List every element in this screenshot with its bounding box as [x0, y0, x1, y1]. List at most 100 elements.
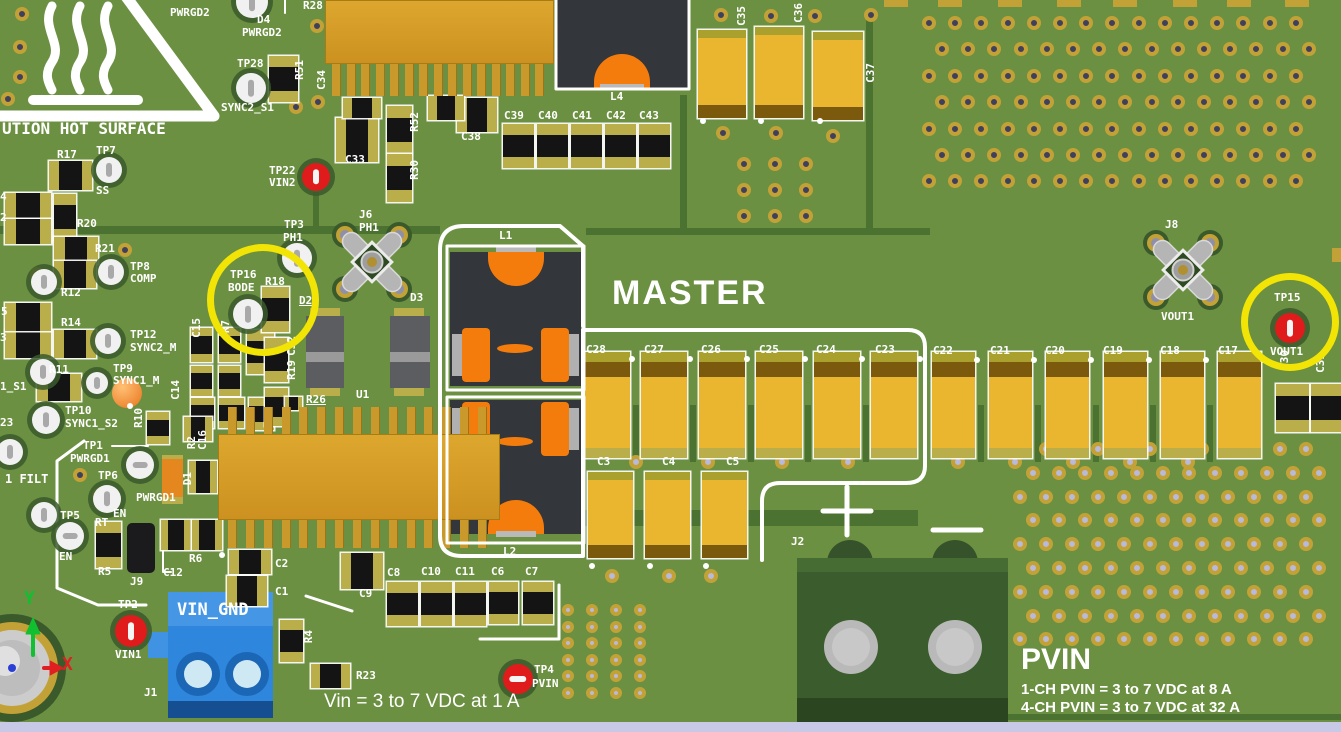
capacitor-band — [989, 448, 1032, 458]
testpoint-white — [30, 359, 56, 385]
ic-pin — [228, 518, 237, 548]
via — [1195, 489, 1209, 504]
silk-label: 1 FILT — [5, 472, 49, 486]
via — [634, 620, 646, 633]
component-pad — [85, 330, 96, 358]
component — [489, 582, 518, 624]
via — [1079, 68, 1094, 83]
silk-label: TP9 — [113, 362, 133, 375]
copper-trace — [1035, 405, 1041, 462]
via — [1104, 465, 1118, 480]
testpoint-white — [96, 157, 122, 183]
via — [1091, 632, 1105, 647]
copper-trace — [313, 192, 319, 228]
via — [1208, 561, 1222, 575]
via — [1221, 537, 1235, 552]
component-pad — [191, 388, 212, 396]
via — [1066, 148, 1080, 162]
via — [1105, 121, 1120, 136]
ic-pin — [281, 518, 291, 548]
component-pad — [54, 261, 65, 288]
capacitor — [1161, 352, 1204, 458]
component — [285, 397, 302, 410]
via — [1144, 148, 1159, 162]
component-body — [236, 576, 258, 606]
silk-label: C34 — [315, 70, 328, 90]
capacitor — [698, 30, 746, 118]
via — [1052, 561, 1066, 575]
component-pad — [571, 124, 602, 135]
ic-pin — [361, 62, 370, 96]
copper-trace — [748, 405, 754, 462]
component — [37, 374, 81, 401]
component-body — [190, 417, 206, 441]
component — [191, 366, 212, 396]
capacitor-band — [813, 107, 863, 120]
component-body — [387, 592, 418, 616]
component-pad — [371, 98, 381, 118]
via — [73, 468, 87, 482]
silk-label: R11 — [49, 363, 69, 376]
via — [1299, 632, 1313, 647]
via — [1131, 16, 1146, 30]
capacitor-band — [1161, 352, 1204, 362]
via — [1208, 465, 1222, 480]
silk-label: SYNC2_S1 — [221, 101, 274, 114]
via — [1195, 632, 1209, 647]
component-body — [64, 237, 88, 264]
capacitor-band — [989, 352, 1032, 362]
testpoint-white — [98, 259, 124, 285]
gold-pad — [1057, 0, 1081, 7]
testpoint-slot — [132, 462, 148, 468]
via — [1118, 95, 1133, 110]
component-pad — [455, 615, 486, 626]
via — [1078, 561, 1092, 575]
testpoint-slot — [104, 491, 110, 507]
silk-label: C20 — [1045, 344, 1065, 357]
testpoint-white — [0, 439, 23, 465]
component-pad — [340, 664, 350, 688]
via — [1210, 174, 1225, 189]
silk-label: C37 — [864, 63, 877, 83]
component-pad — [387, 106, 412, 118]
via — [987, 148, 1002, 162]
component-pad — [219, 366, 240, 374]
via — [610, 670, 622, 683]
silk-label: R14 — [61, 316, 81, 329]
component-pad — [147, 436, 169, 444]
silk-label: R19 — [285, 360, 298, 380]
via — [1130, 465, 1144, 480]
component — [54, 330, 96, 358]
via — [586, 687, 598, 699]
component-body — [54, 205, 76, 229]
via — [605, 569, 619, 583]
via — [1117, 537, 1131, 552]
component-pad — [39, 219, 51, 244]
via — [922, 174, 936, 189]
via — [1312, 465, 1326, 480]
component-pad — [387, 190, 412, 202]
via — [1000, 121, 1015, 136]
testpoint-white — [236, 0, 268, 18]
via — [987, 42, 1002, 57]
via — [1092, 95, 1107, 110]
silk-label: C35 — [735, 6, 748, 26]
silk-label: C39 — [504, 109, 524, 122]
component — [192, 520, 222, 550]
via — [1000, 174, 1015, 189]
via — [1104, 608, 1118, 623]
component-body — [571, 134, 602, 158]
capacitor-band — [756, 362, 802, 377]
component-body — [199, 520, 215, 550]
via — [634, 637, 646, 650]
silk-label: EN — [59, 550, 73, 563]
component-body — [16, 193, 40, 218]
silk-label: TP1 — [83, 439, 103, 452]
capacitor-band — [989, 377, 1032, 448]
via — [1195, 584, 1209, 599]
component-body — [47, 374, 71, 401]
testpoint-slot — [41, 274, 47, 290]
component-pad — [1311, 384, 1341, 396]
silk-label: PH1 — [359, 221, 379, 234]
copper-trace — [1150, 405, 1156, 462]
